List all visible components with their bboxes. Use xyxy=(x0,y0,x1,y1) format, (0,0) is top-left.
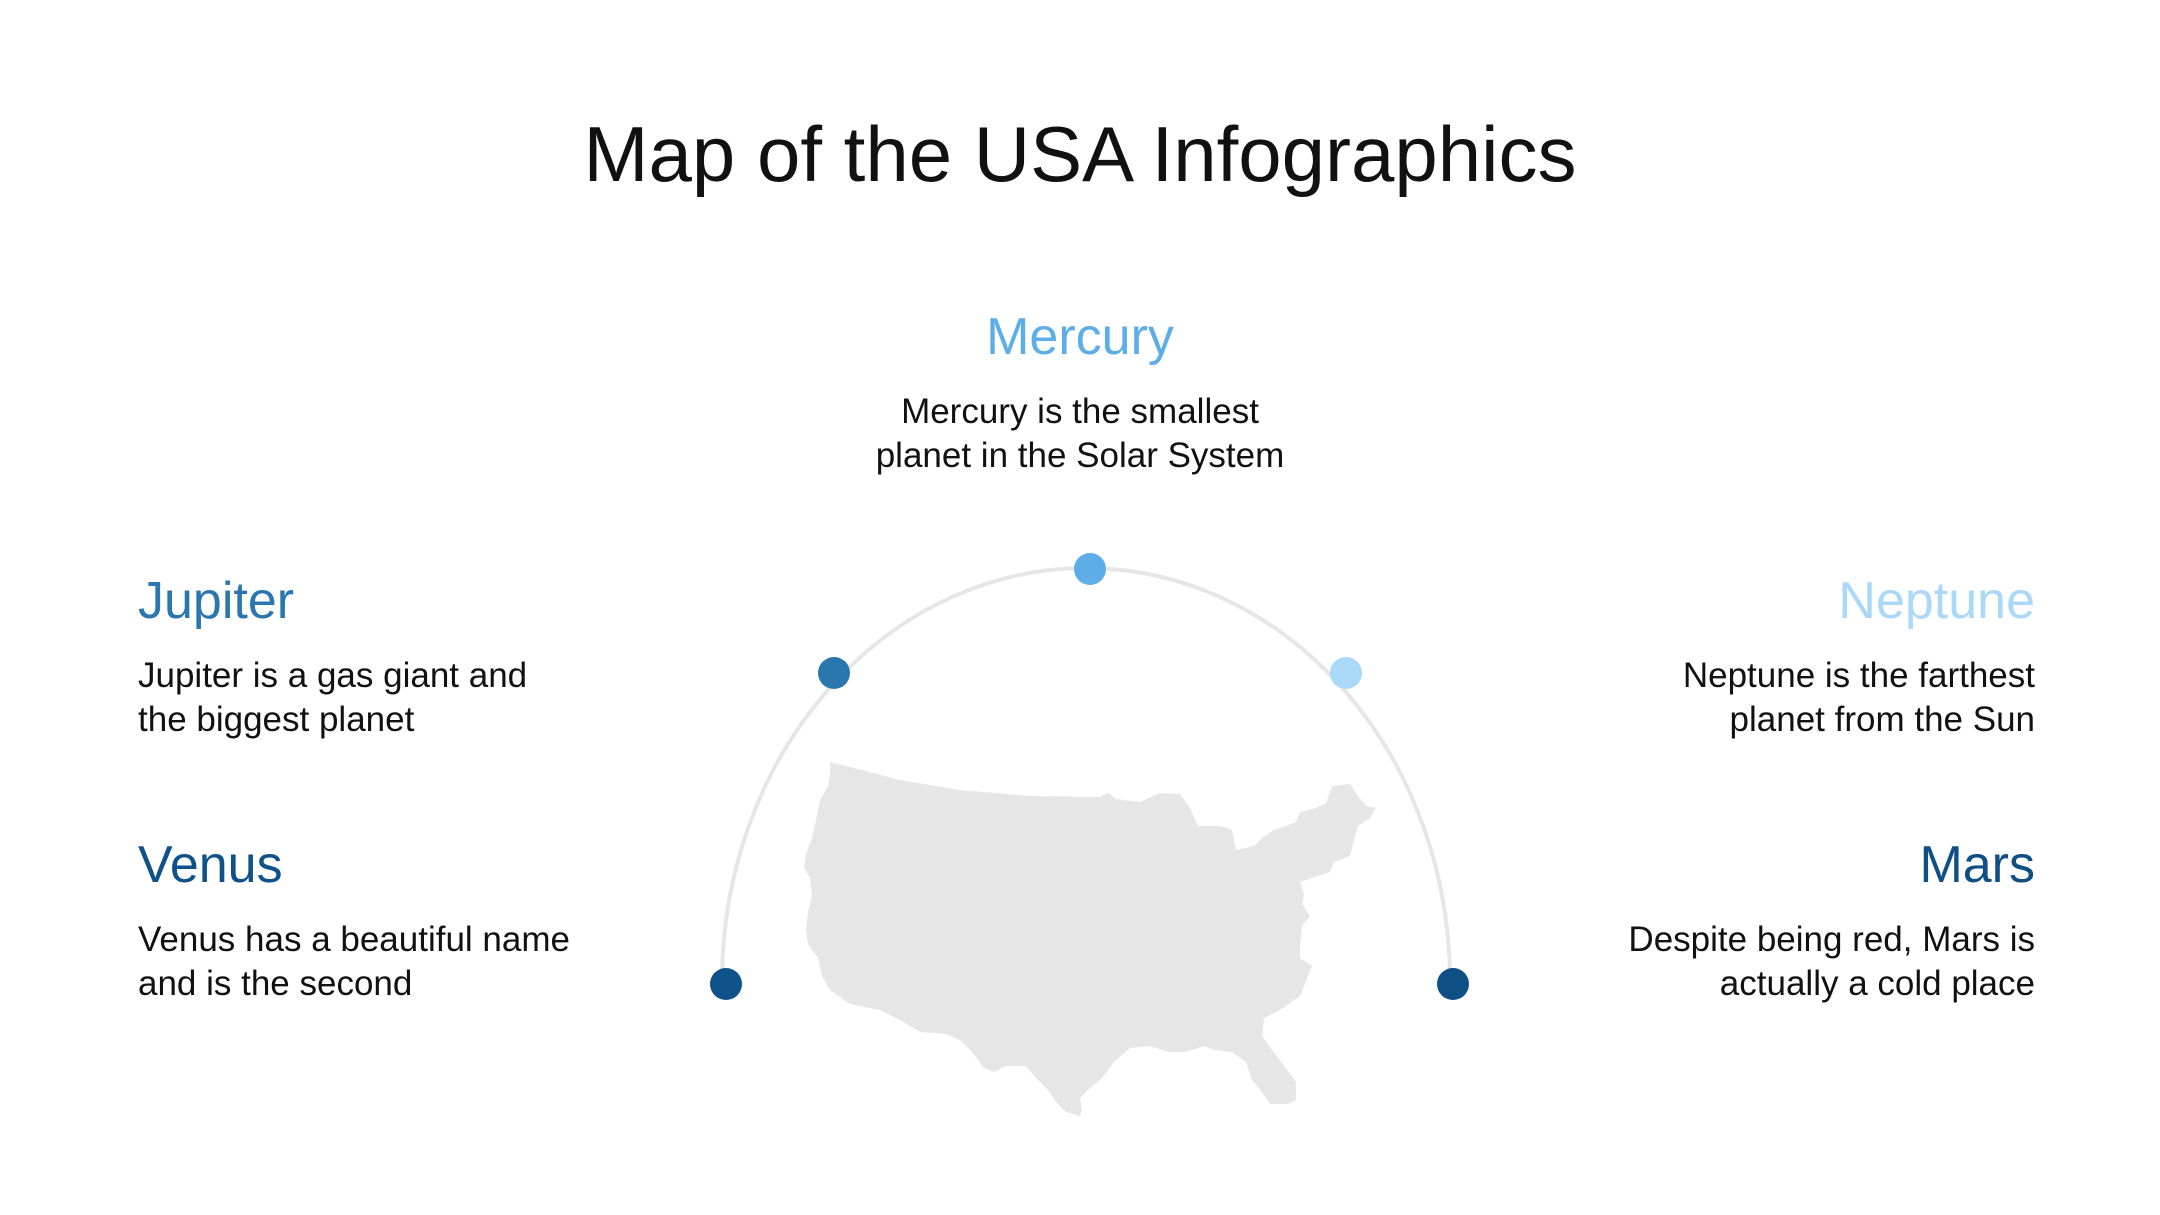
item-heading-mercury: Mercury xyxy=(986,308,1174,366)
dot-jupiter xyxy=(818,657,850,689)
desc-line: the biggest planet xyxy=(138,699,415,739)
desc-line: and is the second xyxy=(138,963,413,1003)
desc-line: planet from the Sun xyxy=(1729,699,2035,739)
page-title: Map of the USA Infographics xyxy=(583,110,1577,198)
desc-line: planet in the Solar System xyxy=(875,435,1285,475)
item-venus: Venus Venus has a beautiful name and is … xyxy=(138,836,778,1005)
desc-line: actually a cold place xyxy=(1719,963,2035,1003)
usa-map-icon xyxy=(804,762,1376,1116)
desc-line: Mercury is the smallest xyxy=(901,391,1259,431)
item-heading-neptune: Neptune xyxy=(1838,572,2035,630)
dot-mars xyxy=(1437,968,1469,1000)
item-mars: Mars Despite being red, Mars is actually… xyxy=(1395,836,2035,1005)
item-jupiter: Jupiter Jupiter is a gas giant and the b… xyxy=(138,572,778,741)
item-desc-mercury: Mercury is the smallest planet in the So… xyxy=(760,390,1400,478)
desc-line: Despite being red, Mars is xyxy=(1628,919,2035,959)
item-desc-venus: Venus has a beautiful name and is the se… xyxy=(138,918,778,1006)
item-mercury: Mercury Mercury is the smallest planet i… xyxy=(760,308,1400,477)
dot-mercury xyxy=(1074,553,1106,585)
item-desc-neptune: Neptune is the farthest planet from the … xyxy=(1395,654,2035,742)
desc-line: Jupiter is a gas giant and xyxy=(138,655,528,695)
desc-line: Venus has a beautiful name xyxy=(138,919,570,959)
item-desc-jupiter: Jupiter is a gas giant and the biggest p… xyxy=(138,654,778,742)
desc-line: Neptune is the farthest xyxy=(1682,655,2035,695)
item-heading-mars: Mars xyxy=(1919,836,2035,894)
item-heading-jupiter: Jupiter xyxy=(138,572,295,630)
dot-neptune xyxy=(1330,657,1362,689)
item-desc-mars: Despite being red, Mars is actually a co… xyxy=(1395,918,2035,1006)
item-neptune: Neptune Neptune is the farthest planet f… xyxy=(1395,572,2035,741)
dot-venus xyxy=(710,968,742,1000)
item-heading-venus: Venus xyxy=(138,836,283,894)
